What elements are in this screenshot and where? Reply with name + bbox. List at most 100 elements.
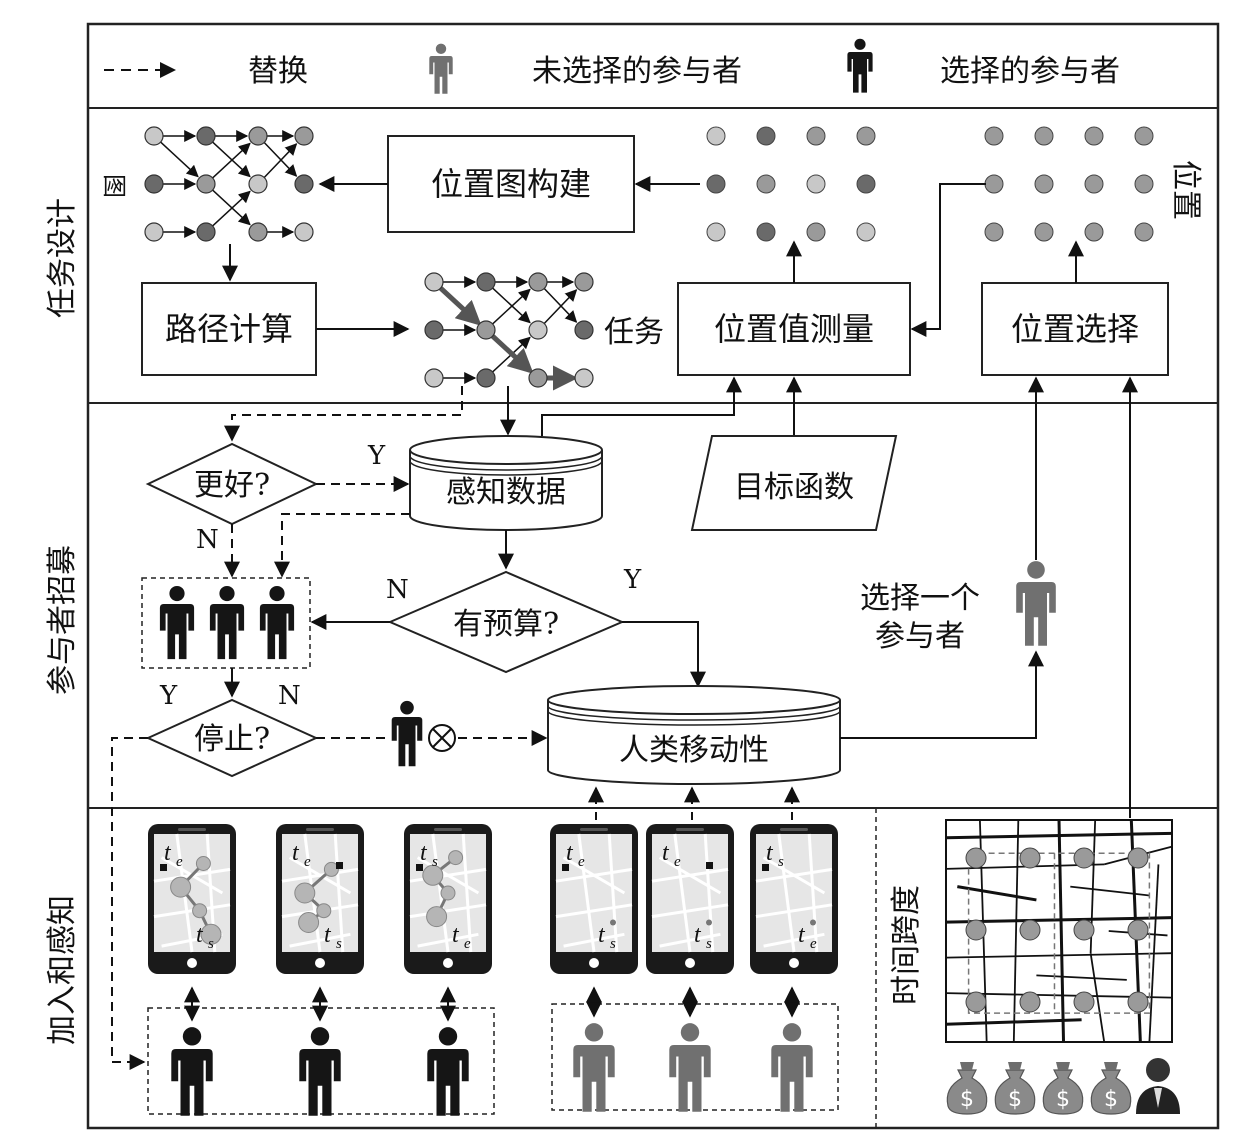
svg-text:s: s [610, 936, 616, 952]
graph-node [528, 272, 548, 292]
task-path-graph [424, 272, 594, 391]
svg-text:e: e [304, 854, 311, 870]
graph-node [144, 174, 164, 194]
task-label: 任务 [604, 315, 664, 350]
time-label: t [420, 840, 428, 866]
time-label: t [196, 922, 204, 948]
time-label: t [694, 922, 702, 948]
measured-location-dots [706, 126, 876, 242]
section-task-design: 任务设计 [45, 198, 80, 318]
selected-person-icon [847, 38, 873, 93]
select-one-label: 选择一个 [860, 581, 980, 616]
location-dot [806, 174, 826, 194]
legend-unselected: 未选择的参与者 [532, 54, 742, 89]
selected-person-icon [259, 585, 295, 660]
map-location-dot [965, 919, 987, 941]
time-label: t [798, 922, 806, 948]
graph-label: 图 [100, 174, 128, 198]
location-dot [1034, 174, 1054, 194]
candidate-person-icon [1016, 561, 1056, 646]
better-label: 更好? [194, 468, 270, 503]
graph-node [248, 126, 268, 146]
location-dot [1134, 174, 1154, 194]
path-compute-label: 路径计算 [165, 310, 293, 348]
remove-icon [428, 724, 456, 752]
graph-node [294, 126, 314, 146]
graph-node [574, 368, 594, 388]
stop-yes: Y [159, 681, 178, 711]
unselected-person-icon [771, 1023, 813, 1112]
graph-node [476, 320, 496, 340]
location-dot [1084, 174, 1104, 194]
location-dot [706, 126, 726, 146]
location-dot [1134, 222, 1154, 242]
time-label: t [662, 840, 670, 866]
manager-icon [1136, 1058, 1180, 1114]
svg-text:e: e [578, 854, 585, 870]
location-graph-build-label: 位置图构建 [431, 165, 591, 203]
map-location-dot [965, 991, 987, 1013]
graph-node [424, 272, 444, 292]
map-location-dot [1127, 991, 1149, 1013]
location-dot [984, 126, 1004, 146]
svg-text:s: s [706, 936, 712, 952]
selected-person-icon [299, 1027, 341, 1116]
time-label: t [292, 840, 300, 866]
legend-selected: 选择的参与者 [940, 54, 1120, 89]
selected-person-icon [209, 585, 245, 660]
legend-replace: 替换 [248, 54, 308, 89]
svg-text:$: $ [960, 1087, 974, 1112]
location-dot [984, 222, 1004, 242]
money-bag-icon: $ [1042, 1062, 1084, 1115]
location-select-label: 位置选择 [1011, 310, 1139, 348]
graph-node [574, 320, 594, 340]
map-location-dot [1073, 991, 1095, 1013]
location-value-measure-label: 位置值测量 [714, 310, 874, 348]
location-dot [984, 174, 1004, 194]
location-dot [856, 174, 876, 194]
location-dot [1034, 126, 1054, 146]
graph-node [196, 126, 216, 146]
location-dot [706, 174, 726, 194]
objective-label: 目标函数 [734, 470, 854, 505]
outer-frame [86, 22, 1220, 1130]
graph-node [476, 368, 496, 388]
selected-group-box [141, 577, 311, 669]
graph-node [528, 320, 548, 340]
section-join-sense: 加入和感知 [45, 895, 80, 1045]
locations-label: 位置 [1168, 160, 1203, 220]
budget-no: N [386, 575, 409, 605]
better-yes: Y [367, 441, 386, 471]
map-location-dot [965, 847, 987, 869]
time-label: t [598, 922, 606, 948]
stop-label: 停止? [194, 722, 270, 757]
time-label: t [452, 922, 460, 948]
svg-text:s: s [778, 854, 784, 870]
better-no: N [196, 525, 219, 555]
city-map [945, 819, 1173, 1043]
map-location-dot [1073, 847, 1095, 869]
location-dot [1134, 126, 1154, 146]
graph-node [294, 174, 314, 194]
svg-text:e: e [464, 936, 471, 952]
graph-node [574, 272, 594, 292]
svg-text:e: e [810, 936, 817, 952]
location-dot [706, 222, 726, 242]
location-dot [856, 222, 876, 242]
participant-label: 参与者 [875, 619, 965, 654]
graph-node [424, 368, 444, 388]
money-bag-icon: $ [1090, 1062, 1132, 1115]
location-dot [756, 126, 776, 146]
graph-node [476, 272, 496, 292]
graph-node [196, 222, 216, 242]
svg-text:s: s [336, 936, 342, 952]
objective-function-box [690, 435, 898, 531]
time-label: t [566, 840, 574, 866]
human-mobility-db [547, 685, 841, 785]
map-location-dot [1073, 919, 1095, 941]
location-graph [144, 126, 314, 242]
